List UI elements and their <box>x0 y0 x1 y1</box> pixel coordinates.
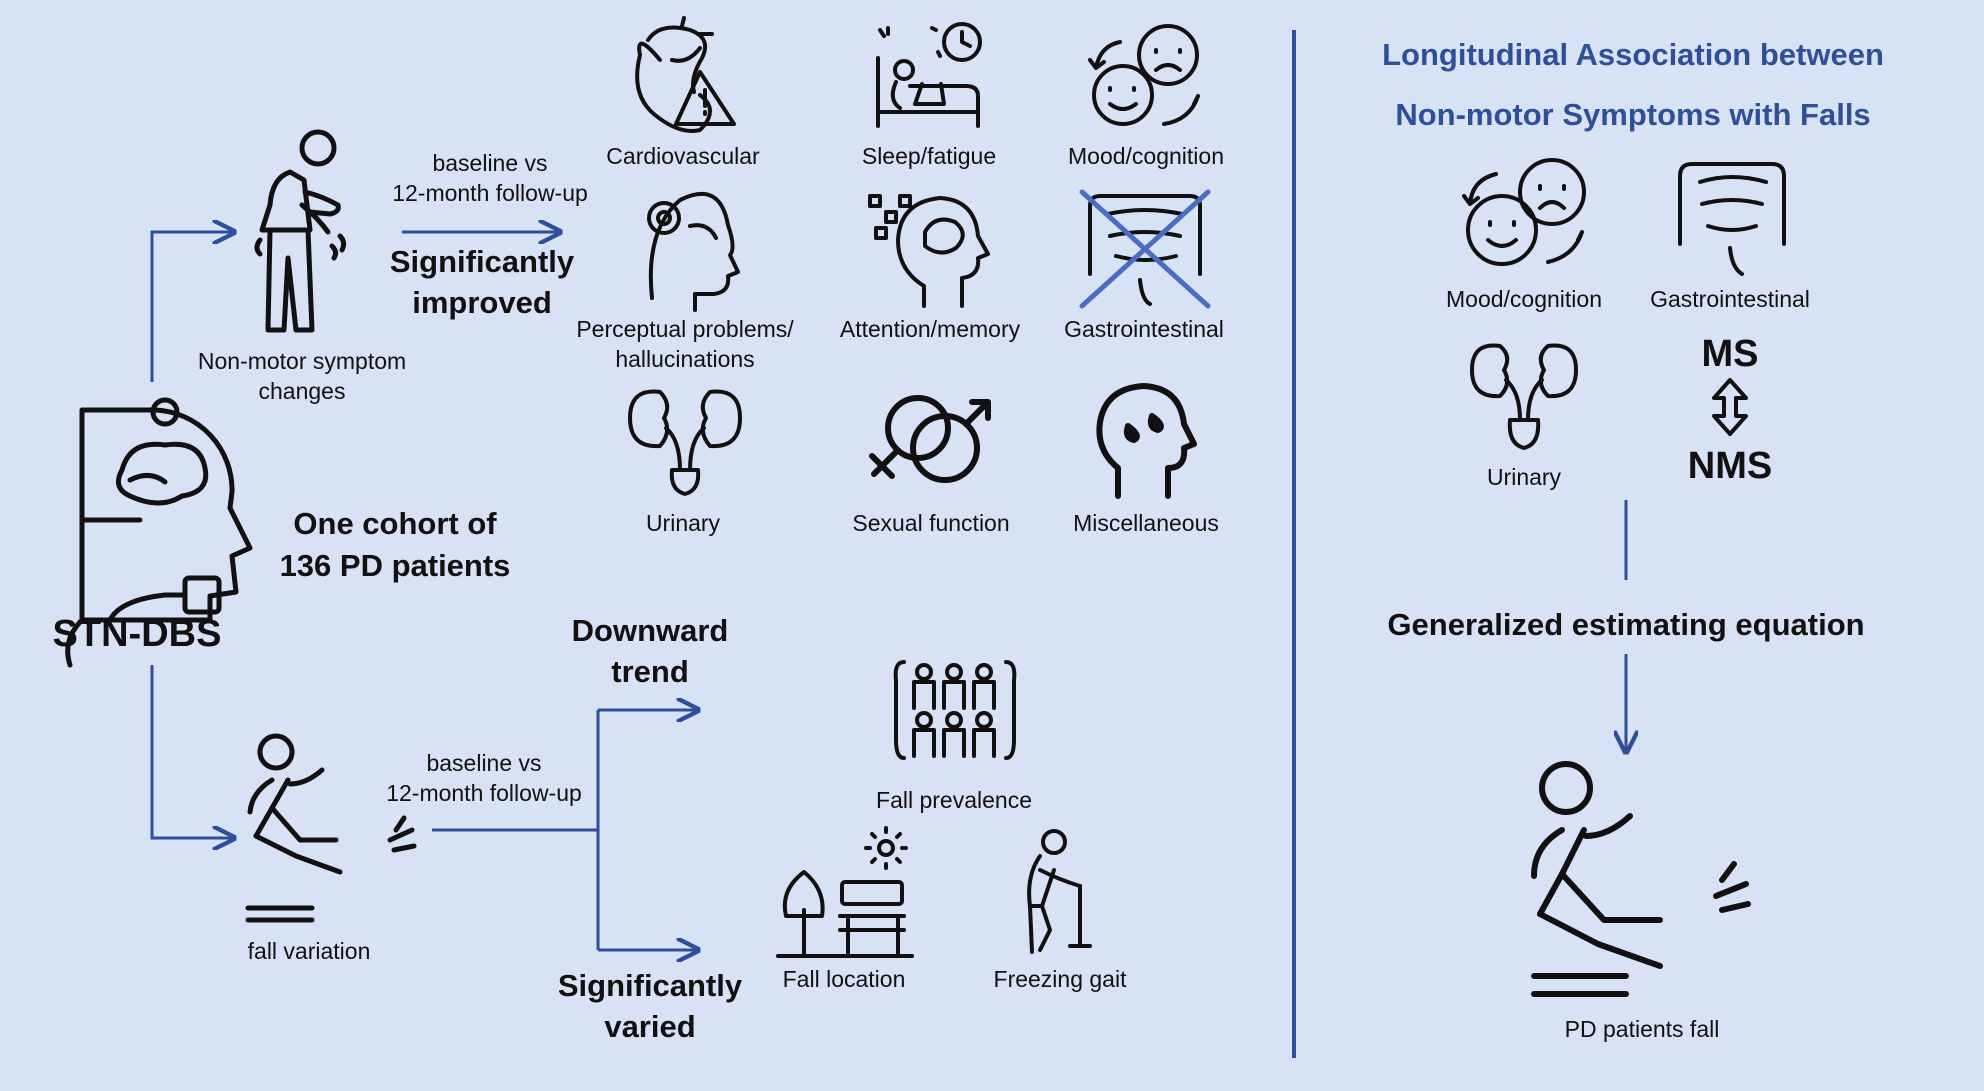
upper-connector <box>150 232 234 382</box>
elderly-cane-icon <box>1027 829 1092 954</box>
gender-symbol-icon <box>869 395 991 483</box>
fall-prevalence-label: Fall prevalence <box>876 787 1032 813</box>
domain-sexual: Sexual function <box>852 510 1010 536</box>
head-drops-icon <box>1096 383 1197 499</box>
person-tremor-icon <box>254 129 347 333</box>
domain-attention: Attention/memory <box>839 316 1021 342</box>
intestine-crossed-icon <box>1079 189 1211 309</box>
upper-comparison-line-1: baseline vs <box>432 150 548 176</box>
brain-head-icon <box>65 397 253 668</box>
nms-changes-line-2: changes <box>258 378 346 404</box>
falling-person-large-icon <box>1531 761 1751 997</box>
heart-warning-icon <box>635 16 736 133</box>
varied-line-1: Significantly <box>557 968 743 1003</box>
lower-connector <box>150 665 234 838</box>
nms-changes-line-1: Non-motor symptom <box>197 348 407 374</box>
right-gastro-label: Gastrointestinal <box>1650 286 1810 312</box>
mood-faces-icon-right <box>1462 158 1586 266</box>
improved-line-1: Significantly <box>389 244 575 279</box>
right-mood-label: Mood/cognition <box>1446 286 1602 312</box>
method-label: Generalized estimating equation <box>1387 607 1865 642</box>
ms-label: MS <box>1701 333 1759 375</box>
domain-perceptual-line-1: Perceptual problems/ <box>576 316 794 342</box>
domain-gastrointestinal: Gastrointestinal <box>1064 316 1224 342</box>
trend-line-2: trend <box>611 654 689 689</box>
device-label: STN-DBS <box>52 613 222 655</box>
intestine-icon <box>1678 162 1786 276</box>
head-gear-icon <box>647 191 740 312</box>
freezing-gait-label: Freezing gait <box>993 966 1127 992</box>
kidney-icon <box>628 389 742 496</box>
cohort-line-1: One cohort of <box>293 506 497 541</box>
domain-sleep: Sleep/fatigue <box>861 143 997 169</box>
upper-comparison-line-2: 12-month follow-up <box>392 180 588 206</box>
lower-comparison-line-1: baseline vs <box>426 750 542 776</box>
varied-line-2: varied <box>604 1009 696 1044</box>
domain-misc: Miscellaneous <box>1073 510 1219 536</box>
panel-title-line-1: Longitudinal Association between <box>1382 37 1884 72</box>
bidirectional-arrow-icon <box>1712 378 1748 436</box>
domain-mood: Mood/cognition <box>1068 143 1224 169</box>
kidney-icon-right <box>1470 343 1578 450</box>
park-bench-icon <box>776 826 914 958</box>
cohort-line-2: 136 PD patients <box>279 548 511 583</box>
fall-split-arrows <box>432 710 698 950</box>
outcome-label: PD patients fall <box>1564 1016 1720 1042</box>
lower-comparison-line-2: 12-month follow-up <box>386 780 582 806</box>
domain-cardiovascular: Cardiovascular <box>606 143 760 169</box>
panel-title-line-2: Non-motor Symptoms with Falls <box>1395 97 1871 132</box>
sleep-bed-icon <box>876 22 982 128</box>
crowd-icon <box>893 660 1017 760</box>
falling-person-icon <box>245 733 417 923</box>
domain-perceptual-line-2: hallucinations <box>615 346 755 372</box>
trend-line-1: Downward <box>571 613 729 648</box>
mood-faces-icon <box>1088 24 1200 126</box>
fall-location-label: Fall location <box>782 966 906 992</box>
fall-variation-label: fall variation <box>247 938 371 964</box>
head-brain-icon <box>868 194 990 308</box>
domain-urinary: Urinary <box>645 510 721 536</box>
right-urinary-label: Urinary <box>1486 464 1562 490</box>
improved-line-2: improved <box>412 285 552 320</box>
nms-label: NMS <box>1687 445 1773 487</box>
